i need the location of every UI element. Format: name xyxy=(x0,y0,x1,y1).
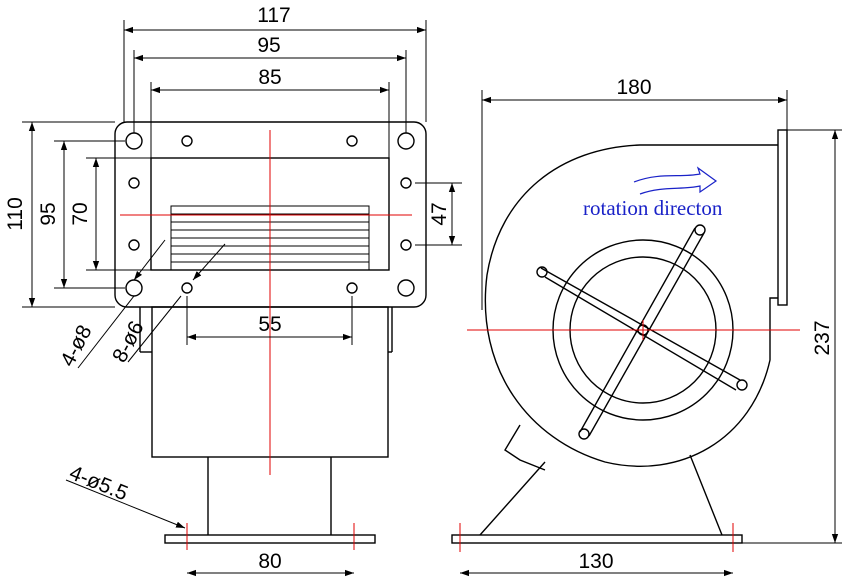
small-hole xyxy=(346,282,358,294)
side-view: rotation directon 180 237 130 xyxy=(451,76,842,577)
dim-large-holes: 4-ø8 xyxy=(56,321,97,370)
dim-opening-height: 70 xyxy=(69,202,92,225)
front-view: 117 95 85 110 95 70 47 55 xyxy=(4,4,462,577)
side-stand xyxy=(451,454,743,544)
small-hole xyxy=(400,177,412,189)
dim-bottom-hole-spacing: 55 xyxy=(258,313,281,336)
small-hole xyxy=(346,135,358,147)
dim-side-hole-spacing: 47 xyxy=(428,202,451,225)
dim-small-holes: 8-ø6 xyxy=(108,317,149,366)
dim-overall-height: 110 xyxy=(4,197,27,230)
dim-hole-spacing-height: 95 xyxy=(37,202,60,225)
scroll-housing xyxy=(484,144,778,467)
dim-hole-spacing-width: 95 xyxy=(257,34,280,57)
rotation-label: rotation directon xyxy=(583,196,723,220)
outlet-flange xyxy=(777,129,788,306)
dim-side-overall-height: 237 xyxy=(811,320,834,355)
small-hole xyxy=(181,135,193,147)
small-hole xyxy=(400,239,412,251)
front-base-plate xyxy=(164,534,376,544)
dim-opening-width: 85 xyxy=(258,66,281,89)
small-hole xyxy=(181,282,193,294)
flange-holes xyxy=(125,132,415,297)
dim-side-overall-width: 180 xyxy=(616,76,651,99)
dim-side-base-hole-spacing: 130 xyxy=(578,550,613,573)
large-hole xyxy=(125,279,143,297)
small-hole xyxy=(128,239,140,251)
dim-base-holes: 4-ø5.5 xyxy=(66,461,131,505)
side-base-plate xyxy=(451,534,743,544)
large-hole xyxy=(125,132,143,150)
dim-overall-width: 117 xyxy=(257,4,290,27)
small-hole xyxy=(128,177,140,189)
large-hole xyxy=(397,279,415,297)
dim-base-hole-spacing: 80 xyxy=(258,550,281,573)
rotation-arrow xyxy=(633,166,718,195)
housing-body xyxy=(139,306,393,544)
large-hole xyxy=(397,132,415,150)
motor-bracket xyxy=(536,224,748,440)
